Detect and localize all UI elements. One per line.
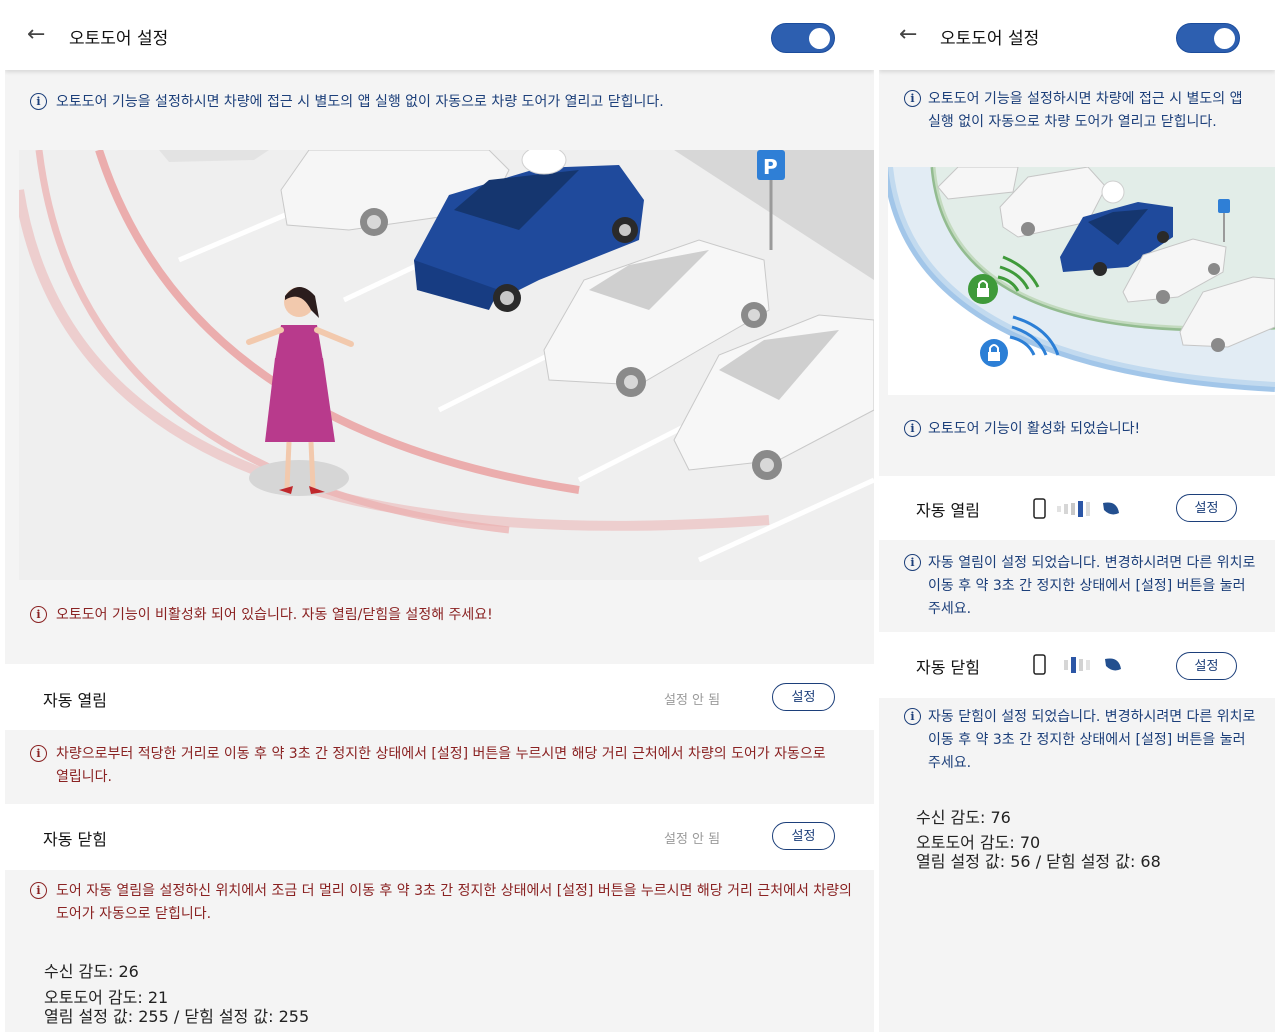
setting-values: 열림 설정 값: 56 / 닫힘 설정 값: 68 (916, 852, 1161, 871)
auto-open-label: 자동 열림 (916, 501, 980, 520)
back-arrow-icon[interactable]: ← (899, 22, 918, 47)
white-car-back (937, 167, 1107, 238)
app-bar: ← 오토도어 설정 (5, 0, 874, 70)
autodoor-sensitivity: 오토도어 감도: 70 (916, 833, 1041, 852)
auto-open-label: 자동 열림 (43, 691, 107, 710)
auto-close-label: 자동 닫힘 (43, 830, 107, 849)
autodoor-toggle[interactable] (771, 23, 835, 53)
parking-scene (888, 167, 1275, 395)
back-arrow-icon[interactable]: ← (27, 22, 46, 47)
parking-illustration: P (19, 150, 874, 580)
info-icon: i (904, 90, 921, 107)
car-key-icon (1103, 502, 1119, 515)
auto-close-state: 설정 안 됨 (664, 832, 721, 847)
white-car-middle (543, 239, 770, 397)
info-icon: i (904, 420, 921, 437)
parking-sign-icon (1218, 199, 1230, 213)
info-icon: i (30, 606, 47, 623)
parking-sign-icon (757, 150, 785, 180)
info-icon: i (904, 554, 921, 571)
parking-illustration (888, 167, 1275, 395)
setting-values: 열림 설정 값: 255 / 닫힘 설정 값: 255 (44, 1007, 310, 1026)
auto-open-set-button[interactable]: 설정 (772, 683, 835, 711)
auto-close-set-button[interactable]: 설정 (772, 822, 835, 850)
right-screen: ← 오토도어 설정 i 오토도어 기능을 설정하시면 차량에 접근 시 별도의 … (879, 0, 1275, 1032)
page-title: 오토도어 설정 (69, 29, 169, 49)
rx-sensitivity: 수신 감도: 26 (44, 962, 139, 981)
parking-scene: P (19, 150, 874, 563)
lock-icon (980, 315, 1060, 367)
auto-close-set-button[interactable]: 설정 (1176, 652, 1237, 680)
white-car-front (1179, 276, 1275, 352)
auto-close-label: 자동 닫힘 (916, 658, 980, 677)
info-icon: i (904, 708, 921, 725)
auto-close-row: 자동 닫힘 설정 안 됨 설정 (5, 804, 874, 870)
toggle-knob (809, 28, 830, 49)
auto-open-info: i 차량으로부터 적당한 거리로 이동 후 약 3초 간 정지한 상태에서 [설… (30, 743, 830, 789)
svg-text:P: P (763, 155, 778, 179)
auto-open-info: i 자동 열림이 설정 되었습니다. 변경하시려면 다른 위치로 이동 후 약 … (904, 552, 1259, 621)
info-icon: i (30, 882, 47, 899)
app-bar: ← 오토도어 설정 (879, 0, 1275, 70)
lock-icon (968, 255, 1040, 304)
intro-info: i 오토도어 기능을 설정하시면 차량에 접근 시 별도의 앱 실행 없이 자동… (30, 91, 850, 114)
autodoor-sensitivity: 오토도어 감도: 21 (44, 988, 169, 1007)
auto-close-info: i 자동 닫힘이 설정 되었습니다. 변경하시려면 다른 위치로 이동 후 약 … (904, 706, 1259, 775)
white-car-front (673, 314, 874, 480)
blue-car (414, 150, 644, 312)
left-screen: ← 오토도어 설정 i 오토도어 기능을 설정하시면 차량에 접근 시 별도의 … (5, 0, 874, 1032)
info-icon: i (30, 745, 47, 762)
status-warning: i 오토도어 기능이 비활성화 되어 있습니다. 자동 열림/닫힘을 설정해 주… (30, 604, 850, 627)
rx-sensitivity: 수신 감도: 76 (916, 808, 1011, 827)
auto-close-info: i 도어 자동 열림을 설정하신 위치에서 조금 더 멀리 이동 후 약 3초 … (30, 880, 860, 926)
info-icon: i (30, 93, 47, 110)
page-title: 오토도어 설정 (940, 29, 1040, 49)
auto-open-row: 자동 열림 설정 (879, 476, 1275, 540)
status-info: i 오토도어 기능이 활성화 되었습니다! (904, 418, 1254, 441)
intro-info: i 오토도어 기능을 설정하시면 차량에 접근 시 별도의 앱 실행 없이 자동… (904, 88, 1254, 134)
auto-open-state: 설정 안 됨 (664, 693, 721, 708)
toggle-knob (1214, 28, 1235, 49)
phone-icon (1033, 498, 1046, 519)
signal-indicator (1033, 498, 1119, 519)
auto-open-row: 자동 열림 설정 안 됨 설정 (5, 664, 874, 730)
phone-icon (1033, 654, 1046, 675)
white-car-middle (1122, 238, 1227, 304)
car-key-icon (1105, 658, 1121, 671)
auto-open-set-button[interactable]: 설정 (1176, 494, 1237, 522)
woman-figure (246, 287, 354, 496)
auto-close-row: 자동 닫힘 설정 (879, 632, 1275, 698)
autodoor-toggle[interactable] (1176, 23, 1240, 53)
signal-indicator (1033, 654, 1121, 675)
